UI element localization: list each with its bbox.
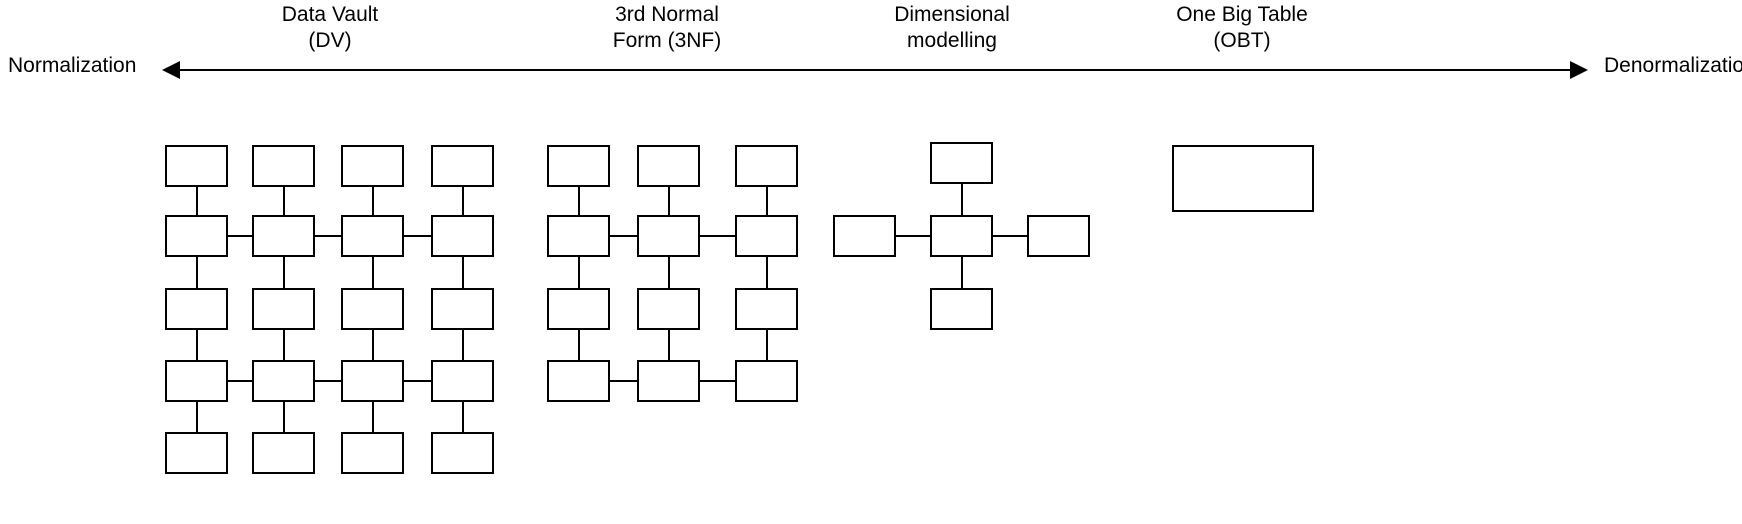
stage-label-line-2: modelling: [907, 29, 997, 52]
dimensional-star-schema-fact-node: [930, 215, 993, 257]
data-vault-grid-link-vertical: [195, 330, 198, 360]
dimensional-star-schema-link-horizontal: [896, 235, 930, 237]
data-vault-grid-link-vertical: [461, 330, 464, 360]
data-vault-grid-node: [431, 360, 494, 402]
third-normal-form-grid-node: [547, 145, 610, 187]
stage-label-line-1: Dimensional: [894, 3, 1010, 26]
third-normal-form-grid-link-vertical: [765, 330, 768, 360]
third-normal-form-grid-link-vertical: [667, 257, 670, 288]
axis-label-normalization: Normalization: [8, 54, 137, 77]
stage-label-data-vault: Data Vault (DV): [200, 2, 460, 54]
data-vault-grid-link-horizontal: [228, 235, 252, 237]
third-normal-form-grid-node: [637, 360, 700, 402]
data-vault-grid-link-vertical: [461, 257, 464, 288]
third-normal-form-grid-link-horizontal: [610, 380, 637, 382]
data-vault-grid-link-horizontal: [315, 380, 341, 382]
stage-label-line-2: (DV): [308, 29, 352, 52]
dimensional-star-schema-dimension-node-right: [1027, 215, 1090, 257]
third-normal-form-grid-node: [637, 145, 700, 187]
third-normal-form-grid-node: [637, 215, 700, 257]
stage-label-dimensional-modelling: Dimensional modelling: [822, 2, 1082, 54]
dimensional-star-schema-dimension-node-bottom: [930, 288, 993, 330]
dimensional-star-schema-dimension-node-top: [930, 142, 993, 184]
stage-label-one-big-table: One Big Table (OBT): [1112, 2, 1372, 54]
data-vault-grid-node: [341, 360, 404, 402]
third-normal-form-grid-link-horizontal: [610, 235, 637, 237]
data-vault-grid-node: [341, 215, 404, 257]
dimensional-star-schema-link-vertical: [960, 257, 963, 288]
dimensional-star-schema-dimension-node-left: [833, 215, 896, 257]
data-vault-grid-link-vertical: [282, 257, 285, 288]
data-vault-grid-node: [252, 288, 315, 330]
data-vault-grid-link-horizontal: [228, 380, 252, 382]
third-normal-form-grid-link-vertical: [577, 330, 580, 360]
data-vault-grid-node: [431, 215, 494, 257]
dimensional-star-schema-link-horizontal: [993, 235, 1027, 237]
data-vault-grid-node: [431, 288, 494, 330]
data-vault-grid-link-horizontal: [404, 380, 431, 382]
third-normal-form-grid-link-vertical: [765, 187, 768, 215]
third-normal-form-grid-link-vertical: [577, 257, 580, 288]
data-vault-grid-link-vertical: [461, 187, 464, 215]
third-normal-form-grid-link-vertical: [765, 257, 768, 288]
data-vault-grid-link-vertical: [282, 330, 285, 360]
stage-label-line-1: 3rd Normal: [615, 3, 719, 26]
stage-label-line-1: One Big Table: [1176, 3, 1308, 26]
data-vault-grid-node: [165, 432, 228, 474]
third-normal-form-grid-node: [547, 360, 610, 402]
data-vault-grid-node: [252, 432, 315, 474]
stage-label-third-normal-form: 3rd Normal Form (3NF): [537, 2, 797, 54]
data-vault-grid-link-vertical: [371, 187, 374, 215]
third-normal-form-grid-node: [735, 145, 798, 187]
third-normal-form-grid-node: [735, 215, 798, 257]
data-vault-grid-link-vertical: [371, 402, 374, 432]
spectrum-axis-line: [168, 69, 1580, 71]
stage-label-line-2: (OBT): [1213, 29, 1271, 52]
one-big-table-box: [1172, 145, 1314, 212]
data-vault-grid-link-vertical: [195, 187, 198, 215]
data-vault-grid-node: [341, 145, 404, 187]
data-vault-grid-node: [165, 145, 228, 187]
data-vault-grid-link-vertical: [282, 187, 285, 215]
data-vault-grid-link-vertical: [461, 402, 464, 432]
stage-label-line-1: Data Vault: [281, 3, 379, 26]
third-normal-form-grid-node: [735, 360, 798, 402]
data-vault-grid-node: [165, 215, 228, 257]
data-vault-grid-link-vertical: [195, 257, 198, 288]
data-vault-grid-node: [252, 145, 315, 187]
third-normal-form-grid-link-vertical: [577, 187, 580, 215]
data-vault-grid-node: [341, 288, 404, 330]
data-vault-grid-node: [431, 432, 494, 474]
data-vault-grid-link-vertical: [282, 402, 285, 432]
third-normal-form-grid-node: [735, 288, 798, 330]
data-vault-grid-link-horizontal: [315, 235, 341, 237]
data-vault-grid-node: [165, 288, 228, 330]
stage-label-line-2: Form (3NF): [612, 29, 722, 52]
data-vault-grid-node: [431, 145, 494, 187]
dimensional-star-schema-link-vertical: [960, 184, 963, 215]
data-vault-grid-node: [252, 360, 315, 402]
data-vault-grid-link-horizontal: [404, 235, 431, 237]
third-normal-form-grid-link-vertical: [667, 187, 670, 215]
third-normal-form-grid-link-horizontal: [700, 235, 735, 237]
data-vault-grid-node: [165, 360, 228, 402]
axis-label-denormalization: Denormalization: [1604, 54, 1742, 77]
arrow-right-icon: [1570, 61, 1588, 79]
data-vault-grid-link-vertical: [371, 257, 374, 288]
third-normal-form-grid-link-vertical: [667, 330, 670, 360]
data-vault-grid-node: [341, 432, 404, 474]
data-vault-grid-node: [252, 215, 315, 257]
data-vault-grid-link-vertical: [371, 330, 374, 360]
third-normal-form-grid-node: [547, 288, 610, 330]
third-normal-form-grid-link-horizontal: [700, 380, 735, 382]
third-normal-form-grid-node: [547, 215, 610, 257]
data-vault-grid-link-vertical: [195, 402, 198, 432]
third-normal-form-grid-node: [637, 288, 700, 330]
